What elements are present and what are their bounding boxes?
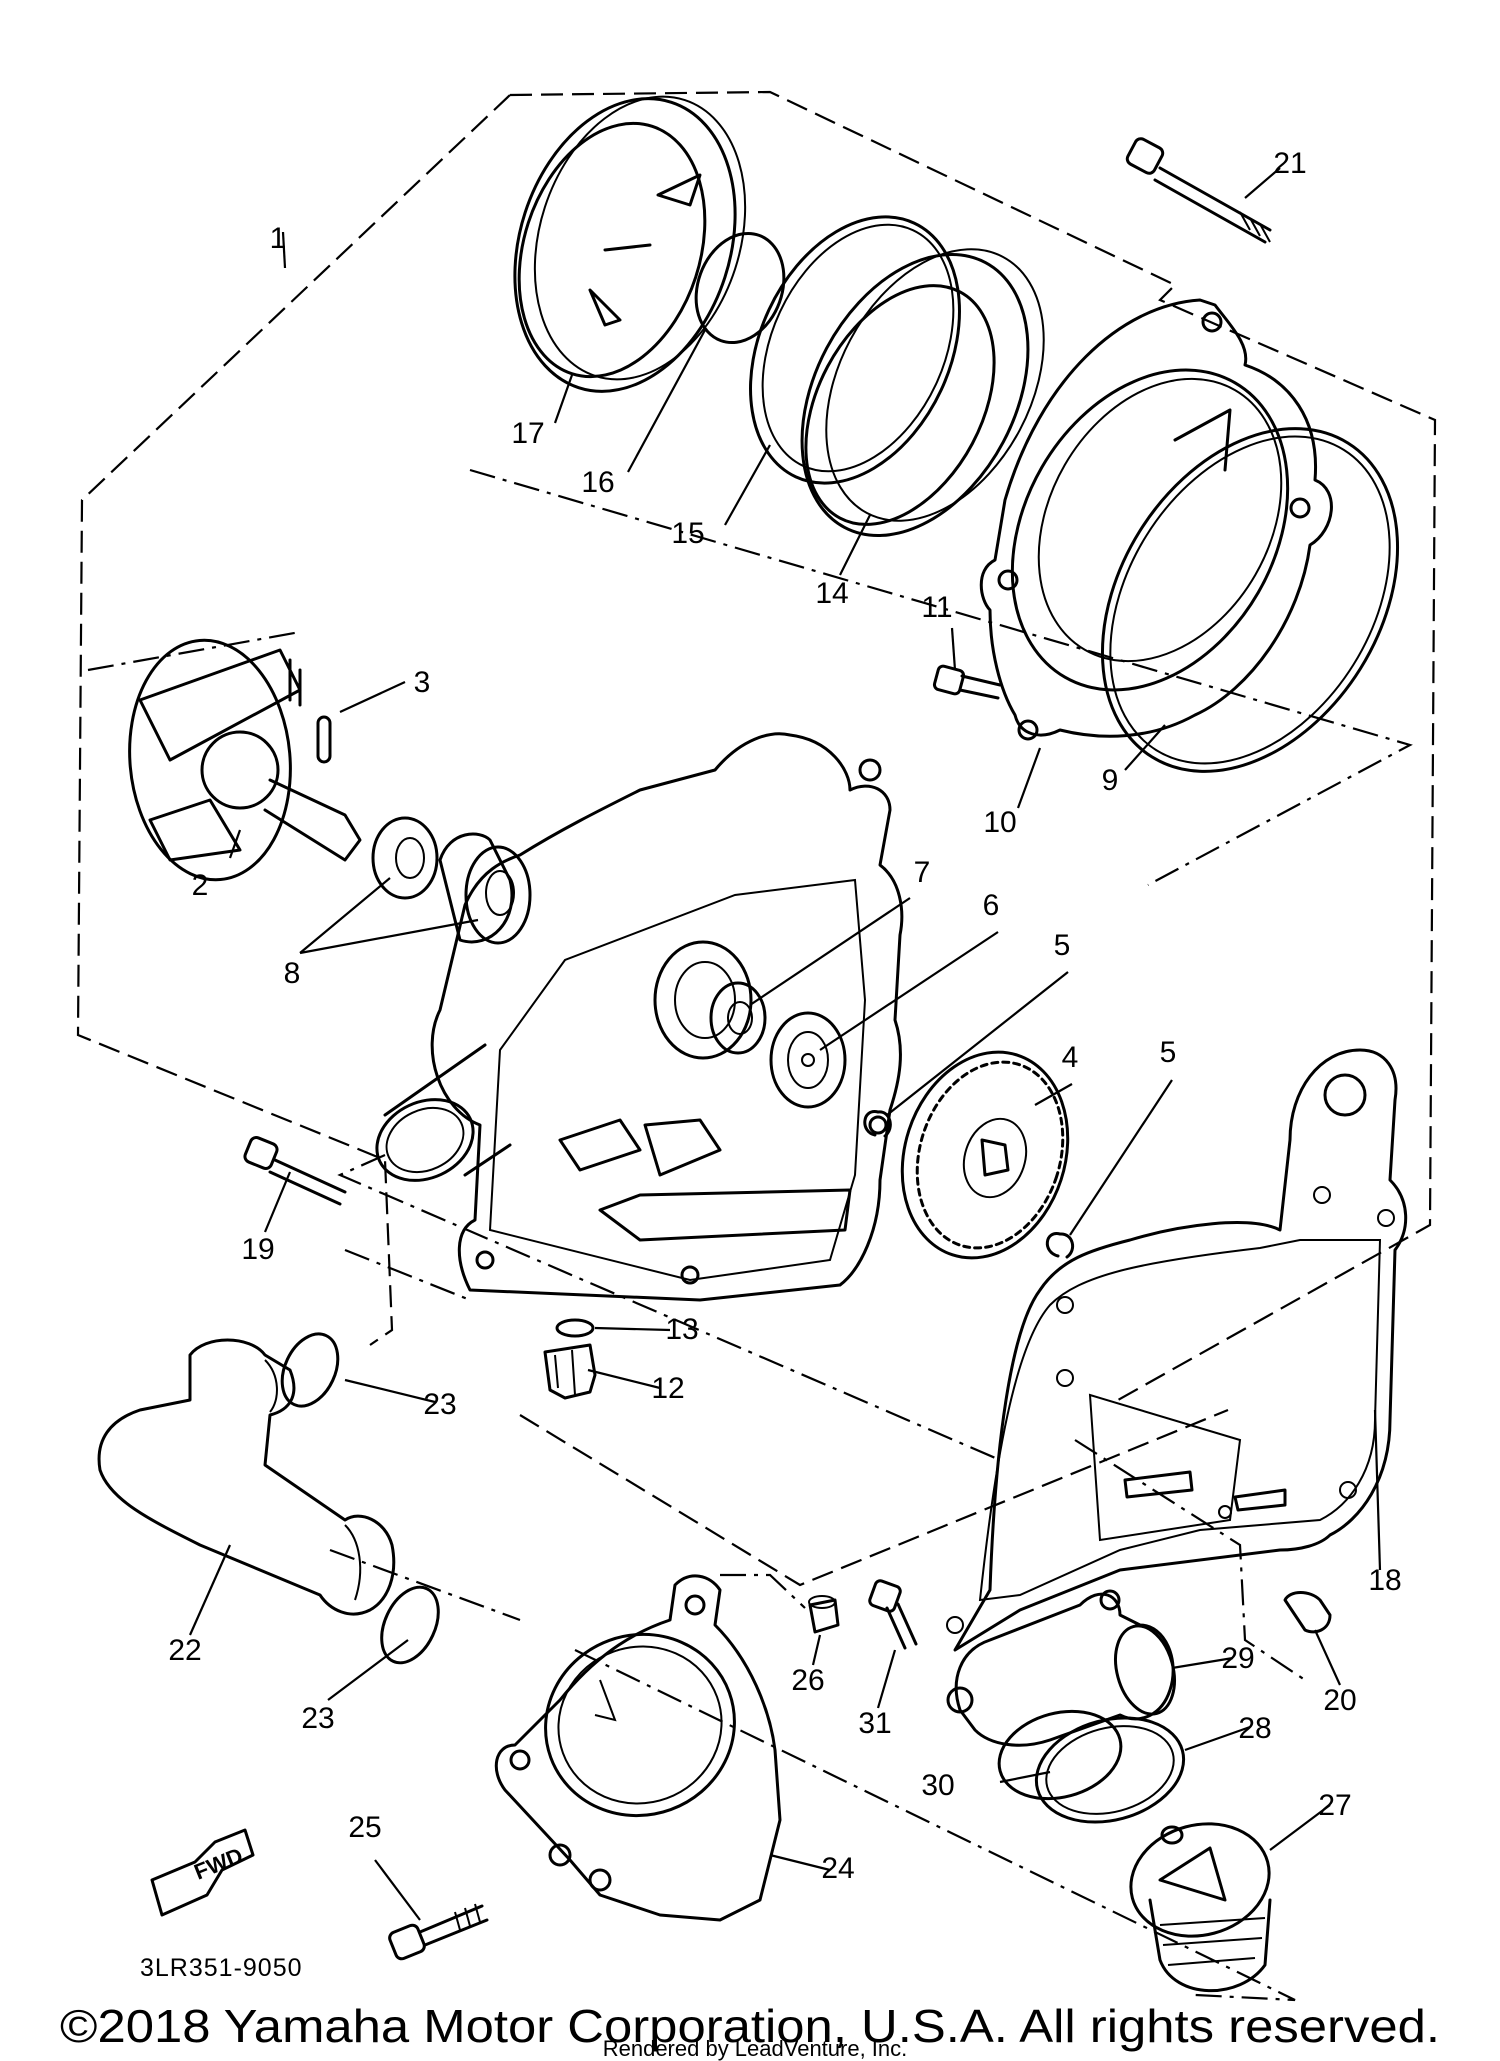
part-code: 3LR351-9050 [140, 1954, 303, 1982]
callout-c28: 28 [1238, 1712, 1271, 1745]
callout-c2: 2 [192, 869, 209, 902]
callout-c3: 3 [414, 666, 431, 699]
callout-c31: 31 [858, 1707, 891, 1740]
part-16-cap [694, 231, 786, 345]
part-22-pipe [97, 1338, 396, 1616]
part-6-bearing [769, 1011, 847, 1109]
callout-c5b: 5 [1160, 1036, 1177, 1069]
pump-housing [375, 732, 904, 1302]
part-24-thermostat-housing [494, 1574, 782, 1922]
callout-c7: 7 [914, 856, 931, 889]
callout-c4: 4 [1062, 1041, 1079, 1074]
callout-c5a: 5 [1054, 929, 1071, 962]
part-20-plug [1283, 1591, 1332, 1634]
part-19-bolt [243, 1136, 347, 1206]
part-27-thermostat [1129, 1822, 1272, 1993]
part-11-bolt [932, 664, 1002, 700]
part-3-pin [316, 715, 332, 764]
callout-c23a: 23 [423, 1388, 456, 1421]
part-13-washer [555, 1318, 595, 1338]
callout-c19: 19 [241, 1233, 274, 1266]
part-21-bolt [1125, 137, 1272, 244]
part-17-seal [513, 95, 747, 393]
part-12-drain-bolt [543, 1343, 597, 1400]
callout-c30: 30 [921, 1769, 954, 1802]
part-9-o-ring [1100, 427, 1400, 773]
callout-c21: 21 [1273, 147, 1306, 180]
part-28-seal [1034, 1716, 1186, 1824]
assembly-boundary-lines [76, 90, 1437, 2002]
callout-c22: 22 [168, 1634, 201, 1667]
part-2-impeller-shaft [128, 638, 362, 882]
part-10-pump-cover [979, 298, 1333, 741]
callout-c11: 11 [921, 591, 952, 624]
callout-c14: 14 [815, 577, 848, 610]
part-26-plug [808, 1595, 840, 1634]
part-4-gear [900, 1050, 1070, 1260]
part-30-gasket [997, 1709, 1123, 1801]
callout-c1: 1 [270, 222, 287, 255]
part-31-bolt [868, 1579, 918, 1650]
callout-c10: 10 [983, 806, 1016, 839]
part-18-gasket [946, 1048, 1408, 1652]
callout-c29: 29 [1221, 1642, 1254, 1675]
callout-c20: 20 [1323, 1684, 1356, 1717]
callout-c15: 15 [671, 517, 704, 550]
callout-c13: 13 [665, 1313, 698, 1346]
callout-c25: 25 [348, 1811, 381, 1844]
fwd-arrow-icon: FWD [150, 1828, 255, 1917]
callout-c17: 17 [511, 417, 544, 450]
leader-lines [188, 167, 1382, 1921]
callout-c27: 27 [1318, 1789, 1351, 1822]
part-7-bearing [709, 981, 767, 1055]
part-5-circlips [863, 1110, 1075, 1259]
part-23-o-rings [280, 1332, 440, 1665]
callout-labels: 1234556789101112131415161718192021222323… [168, 147, 1401, 1885]
callout-c6: 6 [983, 889, 1000, 922]
part-14-seal-ring [800, 248, 1045, 538]
part-29-cover [946, 1589, 1176, 1747]
callout-c18: 18 [1368, 1564, 1401, 1597]
part-25-bolt [388, 1903, 489, 1961]
callout-c24: 24 [821, 1852, 854, 1885]
callout-c12: 12 [651, 1372, 684, 1405]
rendered-by-notice: Rendered by LeadVenture, Inc. [603, 2036, 908, 2061]
copyright-notice: ©2018 Yamaha Motor Corporation, U.S.A. A… [60, 2000, 1440, 2052]
callout-c9: 9 [1102, 764, 1119, 797]
callout-c23b: 23 [301, 1702, 334, 1735]
callout-c26: 26 [791, 1664, 824, 1697]
callout-c16: 16 [581, 466, 614, 499]
part-8-bearings [371, 816, 532, 945]
callout-c8: 8 [284, 957, 301, 990]
